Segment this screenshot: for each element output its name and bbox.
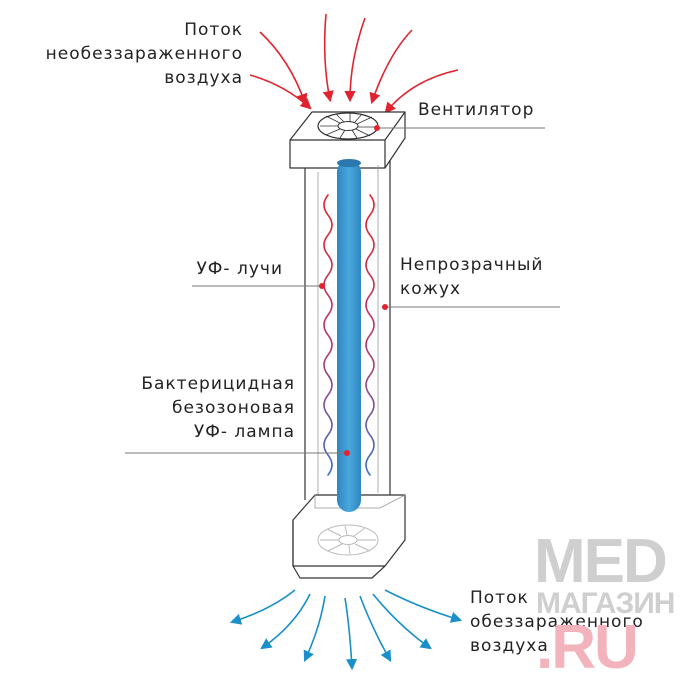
inflow-arrows [249,13,459,114]
label-outflow-line3: воздуха [470,636,549,656]
label-lamp-line1: Бактерицидная [141,374,295,394]
watermark-ru-row: .RU [536,613,639,682]
leader-lines [125,127,560,454]
label-casing: Непрозрачный кожух [400,253,543,301]
leader-dots [319,125,388,456]
label-outflow-line1: Поток [470,588,529,608]
fan-icon [317,112,379,140]
label-casing-line2: кожух [400,279,462,299]
label-inflow-line1: Поток [184,20,243,40]
label-fan: Вентилятор [418,100,535,120]
label-inflow-line2: необеззараженного [45,44,243,64]
outflow-arrows [229,589,463,671]
label-lamp-line3: УФ- лампа [193,422,295,442]
bottom-fan-icon [317,524,379,556]
label-lamp: Бактерицидная безозоновая УФ- лампа [141,372,295,444]
uv-lamp [337,159,361,512]
watermark-dot: . [536,613,553,682]
watermark-logo: MED МАГАЗИН .RU [530,530,700,700]
label-uv-rays: УФ- лучи [196,259,283,279]
label-outflow-line2: обеззараженного [470,612,644,632]
label-inflow: Поток необеззараженного воздуха [46,18,243,90]
watermark-ru: RU [551,613,639,682]
uv-rays-right [365,194,375,476]
uv-rays-left [323,194,333,476]
label-outflow: Поток обеззараженного воздуха [470,586,644,658]
label-casing-line1: Непрозрачный [400,255,544,275]
watermark-magazin: МАГАЗИН [536,587,675,620]
label-inflow-line3: воздуха [164,68,243,88]
watermark-med: MED [534,527,668,596]
label-lamp-line2: безозоновая [171,398,295,418]
